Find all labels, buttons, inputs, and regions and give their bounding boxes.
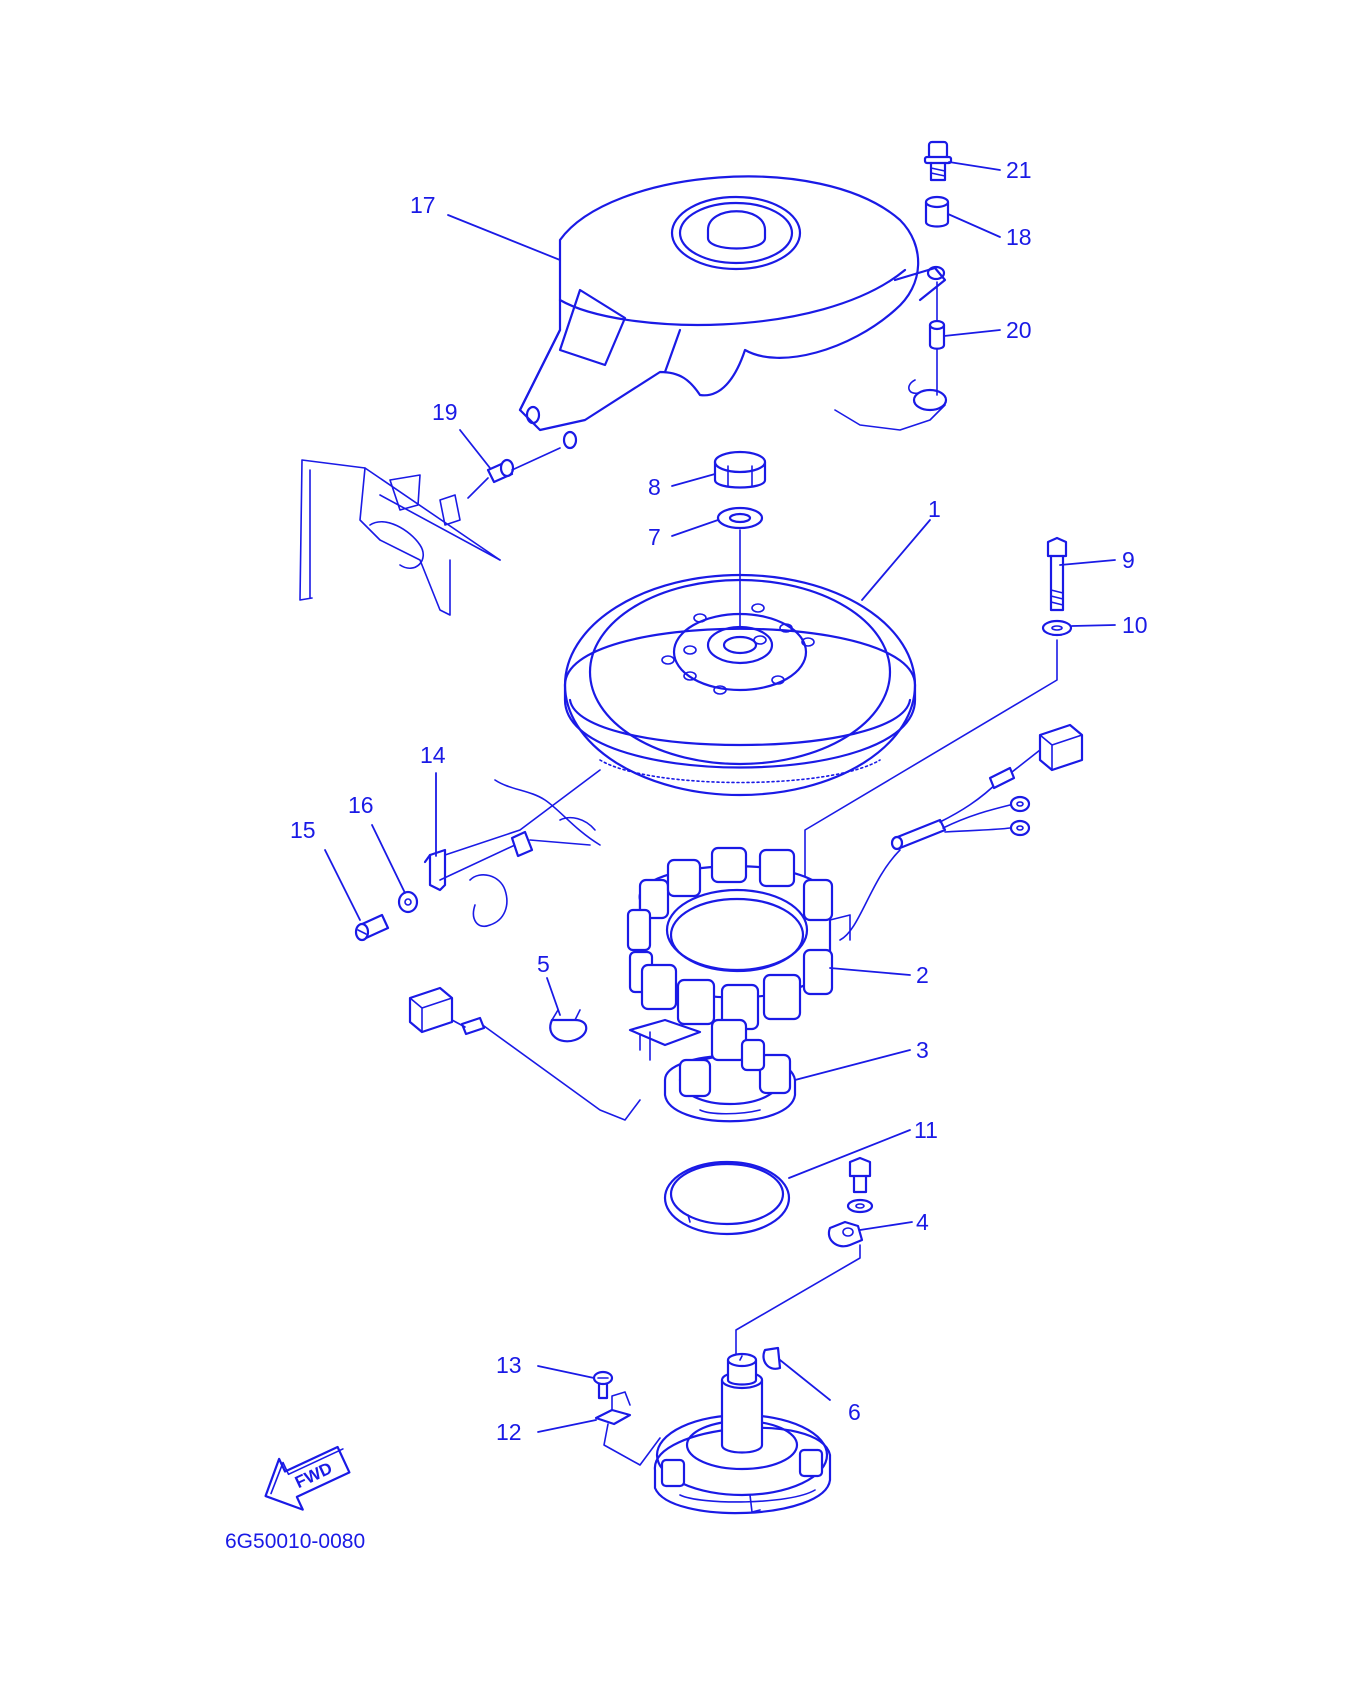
pulser-coil-connector <box>408 986 641 1121</box>
collar-part-18 <box>924 195 950 228</box>
callout-1: 1 <box>928 496 941 522</box>
stator-part-2 <box>626 846 901 1031</box>
plate-part-12 <box>594 1391 661 1466</box>
screw-part-13 <box>592 1370 614 1400</box>
washer-part-7 <box>716 506 764 530</box>
callout-2: 2 <box>916 962 929 988</box>
callout-9: 9 <box>1122 547 1135 573</box>
clamp-part-5 <box>549 1009 588 1043</box>
callout-8: 8 <box>648 474 661 500</box>
stator-base-housing <box>653 1352 832 1515</box>
pulser-coil-part-3 <box>628 1018 797 1123</box>
bracket-screw-line <box>439 844 516 881</box>
bolt-part-9 <box>1046 536 1068 612</box>
stator-wire-harness <box>890 723 1084 851</box>
callout-11: 11 <box>914 1117 938 1143</box>
callout-7: 7 <box>648 524 661 550</box>
callout-labels: 1 2 3 4 5 6 7 8 9 10 11 12 13 14 15 16 1… <box>290 157 1148 1445</box>
callout-18: 18 <box>1006 224 1032 250</box>
flywheel-bolt-holes <box>661 603 815 695</box>
washer-part-10 <box>1041 619 1073 637</box>
fwd-arrow: FWD <box>264 1445 351 1511</box>
callout-15: 15 <box>290 817 316 843</box>
leader-lines <box>324 161 1116 1433</box>
callout-6: 6 <box>848 1399 861 1425</box>
clamp-axis-line <box>735 1244 861 1361</box>
cable-clamp-part-4 <box>827 1220 864 1248</box>
flywheel-part-1 <box>563 573 917 797</box>
ring-part-11 <box>663 1160 791 1236</box>
callout-3: 3 <box>916 1037 929 1063</box>
callout-12: 12 <box>496 1419 522 1445</box>
callout-16: 16 <box>348 792 374 818</box>
sleeve-part-20 <box>928 319 946 350</box>
mounting-bracket-left <box>299 459 501 616</box>
callout-20: 20 <box>1006 317 1032 343</box>
callout-19: 19 <box>432 399 458 425</box>
callout-17: 17 <box>410 192 436 218</box>
bracket-guide-line <box>444 769 601 856</box>
woodruff-key-part-6 <box>762 1346 782 1370</box>
callout-5: 5 <box>537 951 550 977</box>
callout-14: 14 <box>420 742 446 768</box>
washer-part-16 <box>397 890 419 914</box>
callout-4: 4 <box>916 1209 929 1235</box>
callout-10: 10 <box>1122 612 1148 638</box>
callout-13: 13 <box>496 1352 522 1378</box>
screw-part-15 <box>354 913 390 942</box>
clamp-bracket-part-14 <box>423 848 447 892</box>
nut-part-8 <box>713 450 767 489</box>
bolt-part-4-assembly <box>846 1156 874 1214</box>
bolt-part-21 <box>923 140 953 182</box>
drawing-code: 6G50010-0080 <box>225 1530 365 1553</box>
flywheel-cover-part-17 <box>518 175 948 450</box>
boss-bracket-right <box>469 779 601 927</box>
pin-part-19 <box>467 447 561 499</box>
callout-21: 21 <box>1006 157 1032 183</box>
